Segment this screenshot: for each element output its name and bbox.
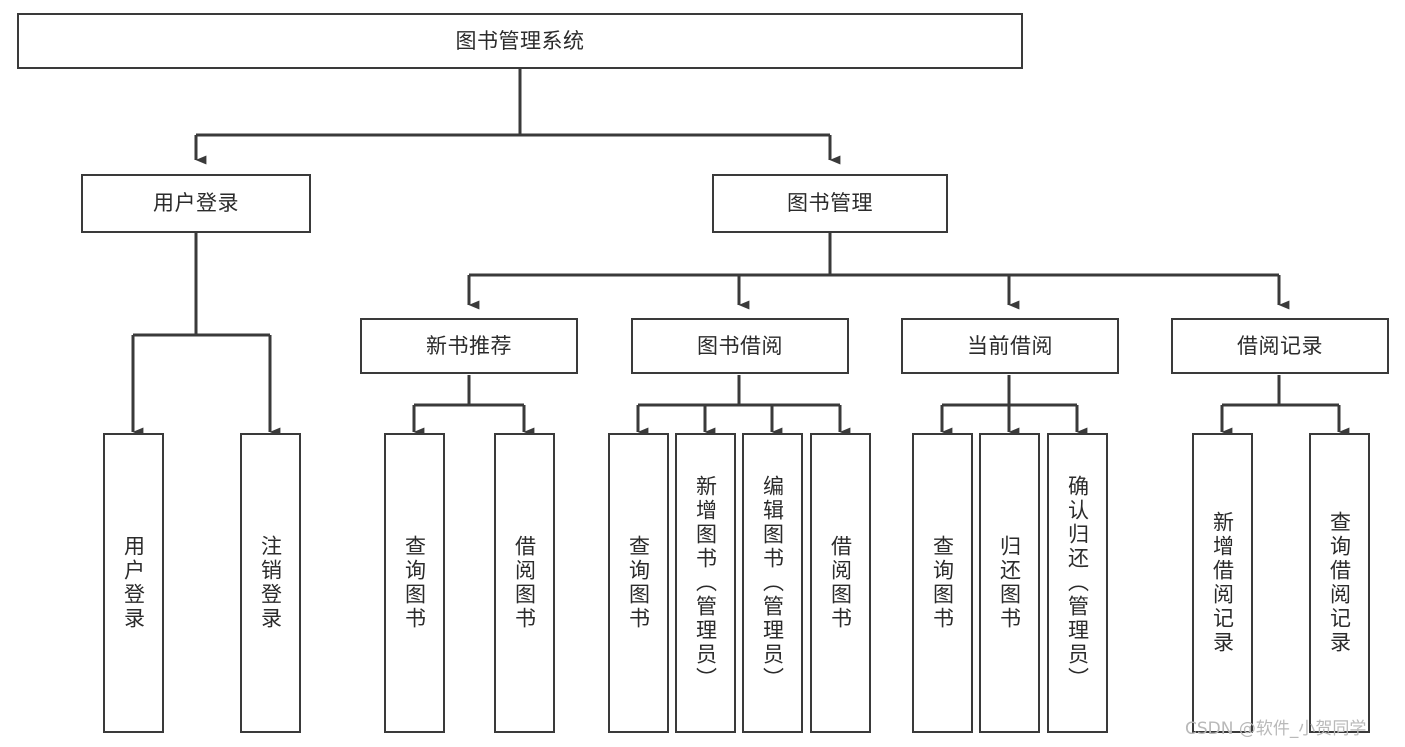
node-borrow-record[interactable]: 借阅记录 [1171, 318, 1389, 374]
leaf-query-book-1[interactable]: 查询图书 [384, 433, 445, 733]
node-book-borrow[interactable]: 图书借阅 [631, 318, 849, 374]
leaf-confirm-return-label: 确认归还（管理员） [1065, 475, 1090, 691]
leaf-logout[interactable]: 注销登录 [240, 433, 301, 733]
leaf-return-book[interactable]: 归还图书 [979, 433, 1040, 733]
leaf-query-record[interactable]: 查询借阅记录 [1309, 433, 1370, 733]
leaf-query-book-3-label: 查询图书 [930, 535, 955, 631]
leaf-add-book[interactable]: 新增图书（管理员） [675, 433, 736, 733]
leaf-edit-book[interactable]: 编辑图书（管理员） [742, 433, 803, 733]
node-book-borrow-label: 图书借阅 [697, 333, 783, 358]
node-borrow-record-label: 借阅记录 [1237, 333, 1323, 358]
leaf-borrow-book-2[interactable]: 借阅图书 [810, 433, 871, 733]
node-new-book-recommend[interactable]: 新书推荐 [360, 318, 578, 374]
leaf-query-book-1-label: 查询图书 [402, 535, 427, 631]
leaf-edit-book-label: 编辑图书（管理员） [760, 475, 785, 691]
leaf-add-record-label: 新增借阅记录 [1210, 511, 1235, 655]
leaf-add-book-label: 新增图书（管理员） [693, 475, 718, 691]
leaf-add-record[interactable]: 新增借阅记录 [1192, 433, 1253, 733]
leaf-user-login[interactable]: 用户登录 [103, 433, 164, 733]
node-current-borrow[interactable]: 当前借阅 [901, 318, 1119, 374]
leaf-confirm-return[interactable]: 确认归还（管理员） [1047, 433, 1108, 733]
leaf-borrow-book-2-label: 借阅图书 [828, 535, 853, 631]
node-new-book-recommend-label: 新书推荐 [426, 333, 512, 358]
watermark: CSDN @软件_小贺同学 [1185, 719, 1367, 739]
leaf-logout-label: 注销登录 [258, 535, 283, 631]
node-root-label: 图书管理系统 [455, 28, 585, 53]
leaf-return-book-label: 归还图书 [997, 535, 1022, 631]
leaf-query-book-2[interactable]: 查询图书 [608, 433, 669, 733]
node-book-management[interactable]: 图书管理 [712, 174, 948, 233]
leaf-query-book-3[interactable]: 查询图书 [912, 433, 973, 733]
leaf-user-login-label: 用户登录 [121, 535, 146, 631]
leaf-borrow-book-1-label: 借阅图书 [512, 535, 537, 631]
leaf-query-book-2-label: 查询图书 [626, 535, 651, 631]
node-user-login-label: 用户登录 [153, 191, 239, 216]
node-current-borrow-label: 当前借阅 [967, 333, 1053, 358]
node-root[interactable]: 图书管理系统 [17, 13, 1023, 69]
node-user-login[interactable]: 用户登录 [81, 174, 311, 233]
leaf-query-record-label: 查询借阅记录 [1327, 511, 1352, 655]
leaf-borrow-book-1[interactable]: 借阅图书 [494, 433, 555, 733]
node-book-management-label: 图书管理 [787, 191, 873, 216]
